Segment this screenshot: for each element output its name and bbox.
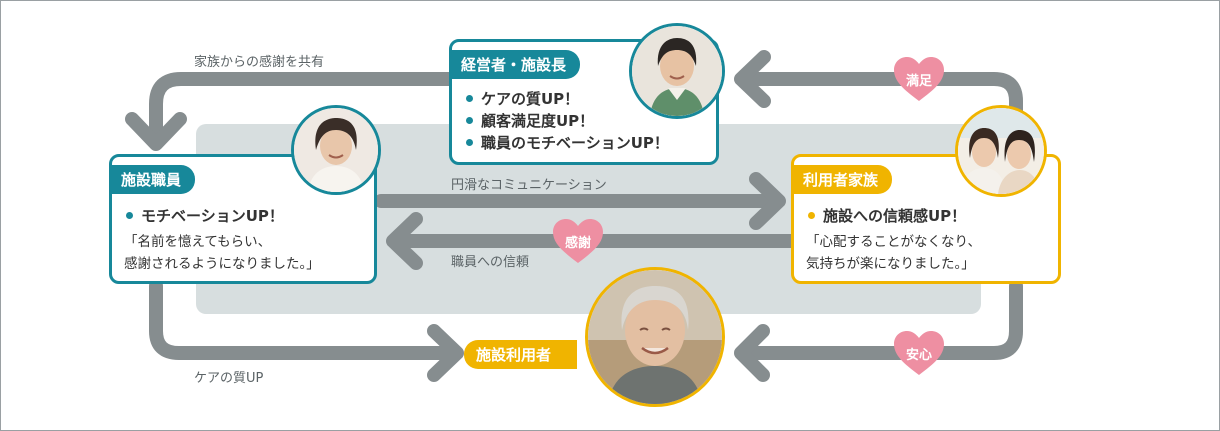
staff-point: モチベーションUP！ bbox=[126, 205, 284, 227]
arrow-care-quality-head bbox=[427, 324, 464, 382]
card-staff-points: モチベーションUP！ bbox=[126, 205, 284, 227]
family-quote-line: 気持ちが楽になりました。」 bbox=[806, 256, 975, 272]
resident-photo bbox=[585, 267, 725, 407]
manager-point-text: 職員のモチベーションUP！ bbox=[481, 134, 669, 152]
manager-photo bbox=[629, 23, 725, 119]
elderly-portrait-icon bbox=[588, 270, 722, 404]
label-family-thanks-shared: 家族からの感謝を共有 bbox=[194, 55, 325, 70]
person-portrait-icon bbox=[294, 108, 378, 192]
arrow-smooth-communication-head bbox=[749, 172, 786, 230]
card-family-title: 利用者家族 bbox=[791, 165, 893, 194]
arrow-family-thanks-shared bbox=[149, 72, 458, 148]
bullet-icon bbox=[808, 212, 815, 219]
manager-point: 職員のモチベーションUP！ bbox=[466, 132, 669, 154]
staff-quote: 「名前を憶えてもらい、 感謝されるようになりました。」 bbox=[124, 231, 320, 275]
arrow-satisfaction-head bbox=[734, 50, 771, 108]
bullet-icon bbox=[126, 212, 133, 219]
family-portrait-icon bbox=[958, 108, 1044, 194]
card-manager-points: ケアの質UP！ 顧客満足度UP！ 職員のモチベーションUP！ bbox=[466, 88, 669, 154]
bullet-icon bbox=[466, 95, 473, 102]
card-staff: 施設職員 モチベーションUP！ 「名前を憶えてもらい、 感謝されるようになりまし… bbox=[109, 154, 377, 284]
family-point: 施設への信頼感UP！ bbox=[808, 205, 966, 227]
family-photo bbox=[955, 105, 1047, 197]
label-smooth-communication: 円滑なコミュニケーション bbox=[451, 178, 607, 193]
heart-gratitude-label: 感謝 bbox=[564, 236, 591, 251]
staff-photo bbox=[291, 105, 381, 195]
center-panel bbox=[196, 124, 981, 314]
person-portrait-icon bbox=[632, 26, 722, 116]
arrow-care-quality bbox=[149, 279, 463, 360]
staff-point-text: モチベーションUP！ bbox=[141, 207, 284, 225]
card-staff-title: 施設職員 bbox=[109, 165, 196, 194]
card-manager-title: 経営者・施設長 bbox=[449, 50, 581, 79]
family-point-text: 施設への信頼感UP！ bbox=[823, 207, 967, 225]
resident-title: 施設利用者 bbox=[464, 340, 578, 369]
family-quote-line: 「心配することがなくなり、 bbox=[806, 234, 981, 250]
heart-icon bbox=[894, 57, 944, 101]
bullet-icon bbox=[466, 117, 473, 124]
staff-quote-line: 感謝されるようになりました。」 bbox=[124, 256, 320, 272]
heart-icon bbox=[894, 331, 944, 375]
heart-satisfaction-label: 満足 bbox=[905, 74, 932, 89]
arrow-staff-trust-head bbox=[386, 212, 423, 270]
manager-point: ケアの質UP！ bbox=[466, 88, 669, 110]
label-care-quality-up: ケアの質UP bbox=[194, 371, 264, 386]
bullet-icon bbox=[466, 139, 473, 146]
family-quote: 「心配することがなくなり、 気持ちが楽になりました。」 bbox=[806, 231, 981, 275]
manager-point: 顧客満足度UP！ bbox=[466, 110, 669, 132]
manager-point-text: ケアの質UP！ bbox=[481, 90, 580, 108]
arrow-relief bbox=[736, 279, 1023, 360]
arrow-satisfaction bbox=[739, 72, 1023, 188]
heart-satisfaction: 満足 bbox=[893, 57, 945, 103]
heart-relief: 安心 bbox=[893, 331, 945, 377]
manager-point-text: 顧客満足度UP！ bbox=[481, 112, 595, 130]
heart-gratitude: 感謝 bbox=[552, 219, 604, 265]
heart-icon bbox=[553, 219, 603, 263]
arrow-relief-head bbox=[734, 324, 770, 382]
heart-relief-label: 安心 bbox=[905, 348, 932, 363]
staff-quote-line: 「名前を憶えてもらい、 bbox=[124, 234, 272, 250]
arrow-family-thanks-shared-head bbox=[125, 112, 187, 151]
label-staff-trust: 職員への信頼 bbox=[451, 255, 530, 270]
